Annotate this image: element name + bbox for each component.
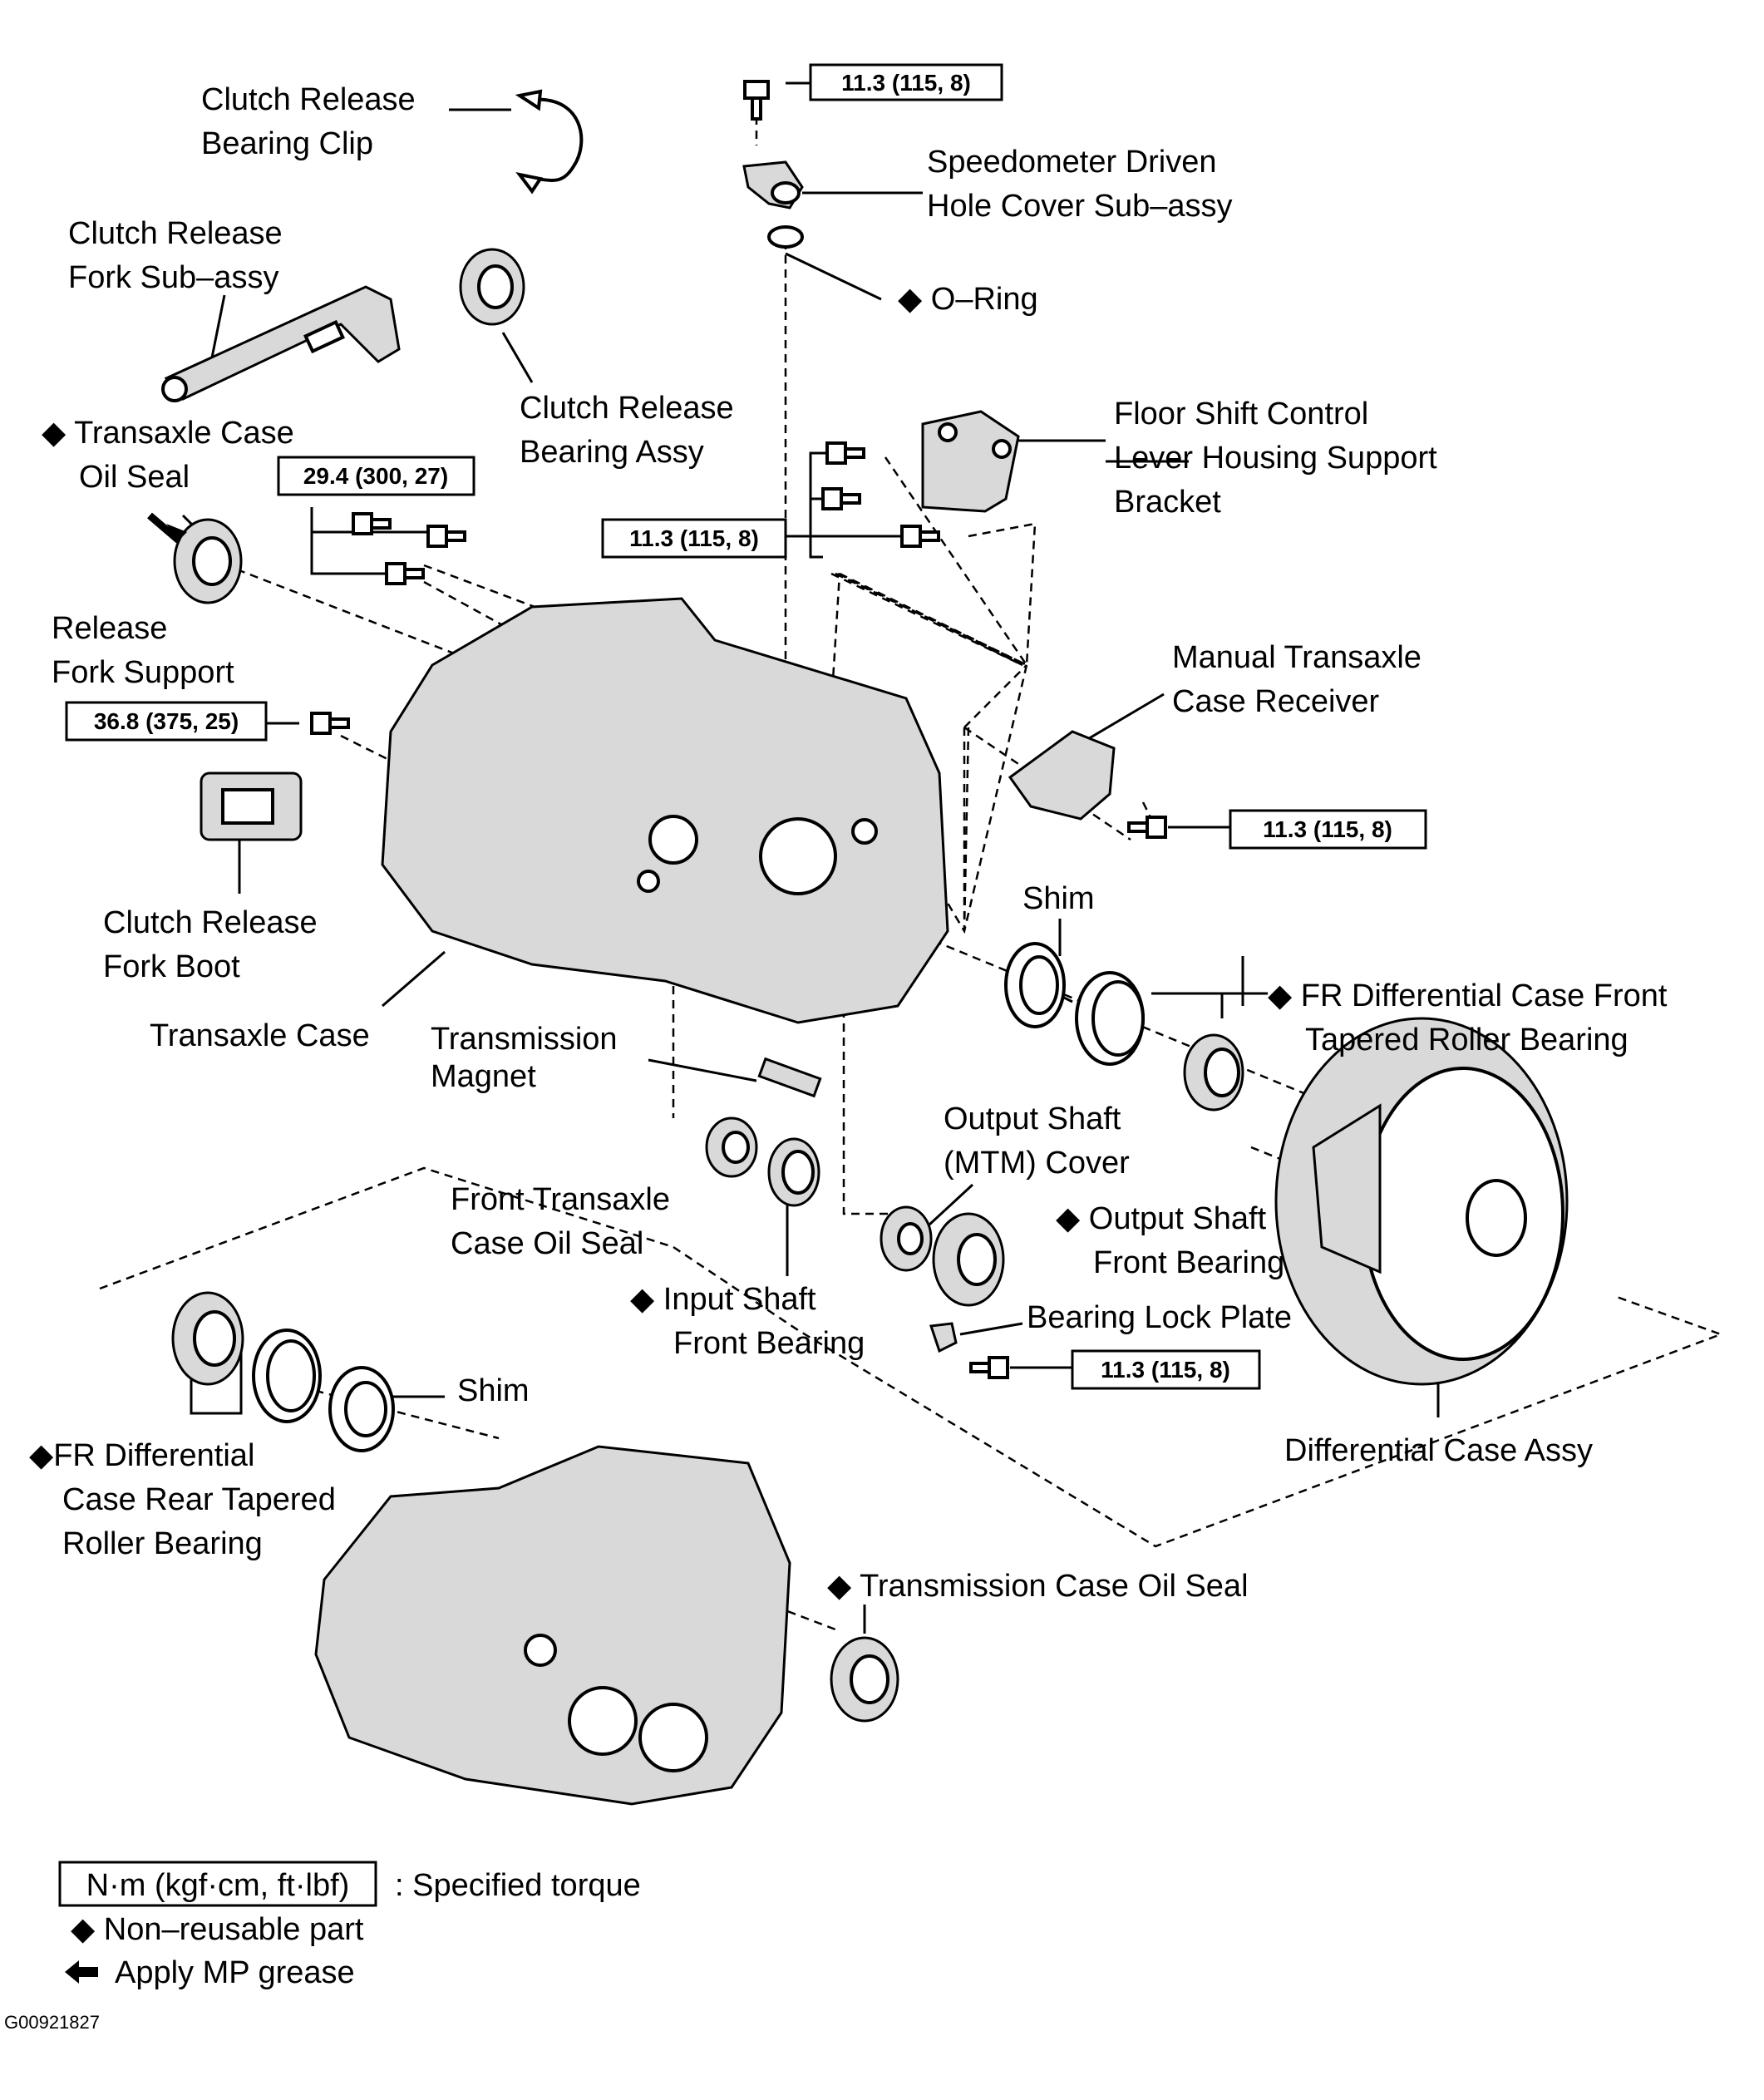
grease-arrow-icon (65, 1960, 98, 1984)
torque-value: 36.8 (375, 25) (94, 708, 239, 734)
label-floor-shift-bracket: Floor Shift Control Lever Housing Suppor… (1114, 397, 1446, 520)
bracket-icon (921, 410, 1020, 513)
shim-icon (1004, 942, 1066, 1028)
fork-icon (161, 285, 401, 402)
label-output-shaft-mtm-cover: Output Shaft (MTM) Cover (944, 1102, 1130, 1181)
tapered-bearing-icon (1183, 1033, 1244, 1112)
rear-race-icon (252, 1329, 322, 1423)
label-release-fork-support: Release Fork Support (52, 611, 234, 690)
output-bearing-icon (932, 1212, 1005, 1307)
legend-torque-box (58, 1861, 377, 1907)
rear-bearing-icon (171, 1291, 244, 1386)
rear-shim-icon (328, 1366, 395, 1452)
label-shim-lower: Shim (457, 1373, 530, 1408)
legend-torque-unit: N·m (kgf·cm, ft·lbf) (86, 1868, 350, 1903)
torque-value: 11.3 (115, 8) (841, 70, 971, 96)
torque-box-fork-support: 36.8 (375, 25) (65, 701, 268, 742)
torque-value: 11.3 (115, 8) (1101, 1357, 1230, 1383)
label-shim-upper: Shim (1022, 881, 1095, 916)
transaxle-case-icon (381, 597, 949, 1024)
release-bearing-icon (459, 248, 525, 326)
label-clutch-release-bearing-assy: Clutch Release Bearing Assy (520, 391, 742, 470)
label-transaxle-case-oil-seal: ◆ Transaxle Case Oil Seal (42, 416, 303, 495)
o-ring-icon (767, 225, 804, 249)
label-manual-transaxle-case-receiver: Manual Transaxle Case Receiver (1172, 640, 1431, 719)
label-clutch-release-fork-boot: Clutch Release Fork Boot (103, 905, 326, 984)
label-fr-diff-rear-bearing: ◆FR Differential Case Rear Tapered Rolle… (29, 1438, 344, 1561)
label-clutch-release-fork-subassy: Clutch Release Fork Sub–assy (68, 216, 291, 295)
input-bearing-icon (767, 1137, 820, 1207)
label-front-transaxle-case-oil-seal: Front Transaxle Case Oil Seal (451, 1182, 679, 1261)
label-o-ring: ◆ O–Ring (898, 282, 1038, 317)
label-transmission-case-oil-seal: ◆ Transmission Case Oil Seal (827, 1569, 1249, 1604)
torque-box-bracket: 11.3 (115, 8) (601, 518, 787, 559)
label-speedometer-driven-cover: Speedometer Driven Hole Cover Sub–assy (927, 145, 1233, 224)
magnet-icon (757, 1057, 822, 1098)
legend-grease: Apply MP grease (115, 1955, 355, 1990)
bearing-race-icon (1075, 971, 1145, 1066)
lock-plate-icon (929, 1322, 958, 1353)
label-fr-diff-front-bearing: ◆ FR Differential Case Front Tapered Rol… (1268, 979, 1676, 1057)
figure-id: G00921827 (4, 2012, 100, 2033)
label-input-shaft-front-bearing: ◆ Input Shaft Front Bearing (630, 1282, 865, 1361)
legend-nonreusable: ◆ Non–reusable part (71, 1912, 364, 1947)
differential-icon (1274, 1017, 1569, 1386)
case-receiver-icon (1008, 730, 1116, 821)
label-transaxle-case: Transaxle Case (150, 1018, 370, 1053)
torque-box-case-bolts: 29.4 (300, 27) (277, 456, 475, 496)
torque-box-lockplate: 11.3 (115, 8) (1071, 1349, 1261, 1390)
mtm-cover-icon (880, 1205, 933, 1272)
torque-value: 29.4 (300, 27) (303, 463, 448, 489)
torque-box-receiver: 11.3 (115, 8) (1229, 809, 1427, 850)
label-bearing-lock-plate: Bearing Lock Plate (1027, 1300, 1292, 1335)
legend: N·m (kgf·cm, ft·lbf) : Specified torque … (4, 1861, 641, 2033)
fork-boot-icon (200, 771, 303, 841)
bolt-icons (310, 80, 1167, 1379)
speedometer-cover-icon (742, 160, 804, 210)
label-differential-case-assy: Differential Case Assy (1284, 1433, 1593, 1468)
torque-value: 11.3 (115, 8) (1263, 816, 1392, 842)
label-transmission-magnet: Transmission Magnet (431, 1022, 626, 1094)
label-output-shaft-front-bearing: ◆ Output Shaft Front Bearing (1056, 1201, 1284, 1280)
oil-seal-icon (147, 512, 243, 604)
transmission-case-icon (314, 1445, 791, 1806)
clip-icon (515, 89, 584, 195)
label-clutch-release-bearing-clip: Clutch Release Bearing Clip (201, 82, 424, 161)
torque-value: 11.3 (115, 8) (629, 525, 759, 551)
front-seal-icon (705, 1117, 758, 1178)
legend-torque-desc: : Specified torque (395, 1868, 641, 1903)
torque-box-top: 11.3 (115, 8) (809, 63, 1003, 101)
rear-oil-seal-icon (830, 1636, 899, 1723)
